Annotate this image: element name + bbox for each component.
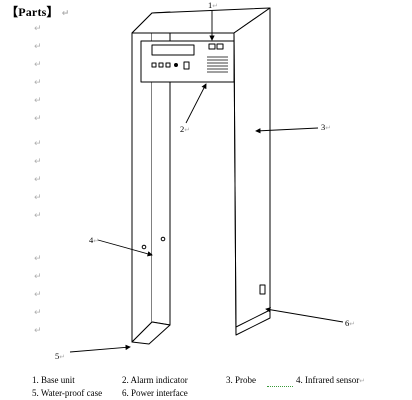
legend-item: 2. Alarm indicator [122, 375, 188, 385]
paragraph-mark: ↵ [34, 157, 42, 167]
callout-1: 1↵ [208, 0, 219, 10]
paragraph-mark: ↵ [34, 254, 42, 264]
legend-item: 4. Infrared sensor↵ [296, 375, 366, 385]
callout-6: 6↵ [345, 318, 356, 328]
left-pillar [131, 11, 171, 345]
leader-arrow-4 [97, 239, 153, 257]
callout-4: 4↵ [89, 235, 100, 245]
paragraph-mark: ↵ [34, 24, 42, 34]
paragraph-mark: ↵ [34, 139, 42, 149]
paragraph-mark: ↵ [34, 308, 42, 318]
legend-item: 1. Base unit [32, 375, 75, 385]
legend-item: 6. Power interface [122, 388, 188, 398]
paragraph-mark: ↵ [34, 175, 42, 185]
paragraph-mark: ↵ [61, 9, 70, 19]
callout-2: 2↵ [180, 124, 191, 134]
section-heading: 【Parts】↵ [6, 3, 69, 20]
control-unit [140, 37, 237, 83]
spellcheck-underline [267, 375, 293, 387]
right-pillar [233, 7, 271, 336]
callout-5: 5↵ [55, 351, 66, 361]
legend-item: 5. Water-proof case [32, 388, 103, 398]
paragraph-mark: ↵ [34, 96, 42, 106]
paragraph-mark: ↵ [34, 78, 42, 88]
paragraph-mark: ↵ [34, 193, 42, 203]
legend-item: 3. Probe [226, 375, 256, 385]
paragraph-mark: ↵ [34, 272, 42, 282]
paragraph-mark: ↵ [34, 290, 42, 300]
leader-arrow-6 [265, 307, 344, 323]
leader-arrow-5 [69, 344, 131, 353]
paragraph-mark: ↵ [34, 114, 42, 124]
paragraph-mark: ↵ [34, 211, 42, 221]
leader-arrow-3 [255, 127, 319, 134]
paragraph-mark: ↵ [34, 42, 42, 52]
callout-3: 3↵ [321, 122, 332, 132]
paragraph-mark: ↵ [34, 60, 42, 70]
paragraph-mark: ↵ [34, 326, 42, 336]
leader-arrow-2 [185, 83, 207, 124]
heading-text: 【Parts】 [6, 5, 59, 19]
